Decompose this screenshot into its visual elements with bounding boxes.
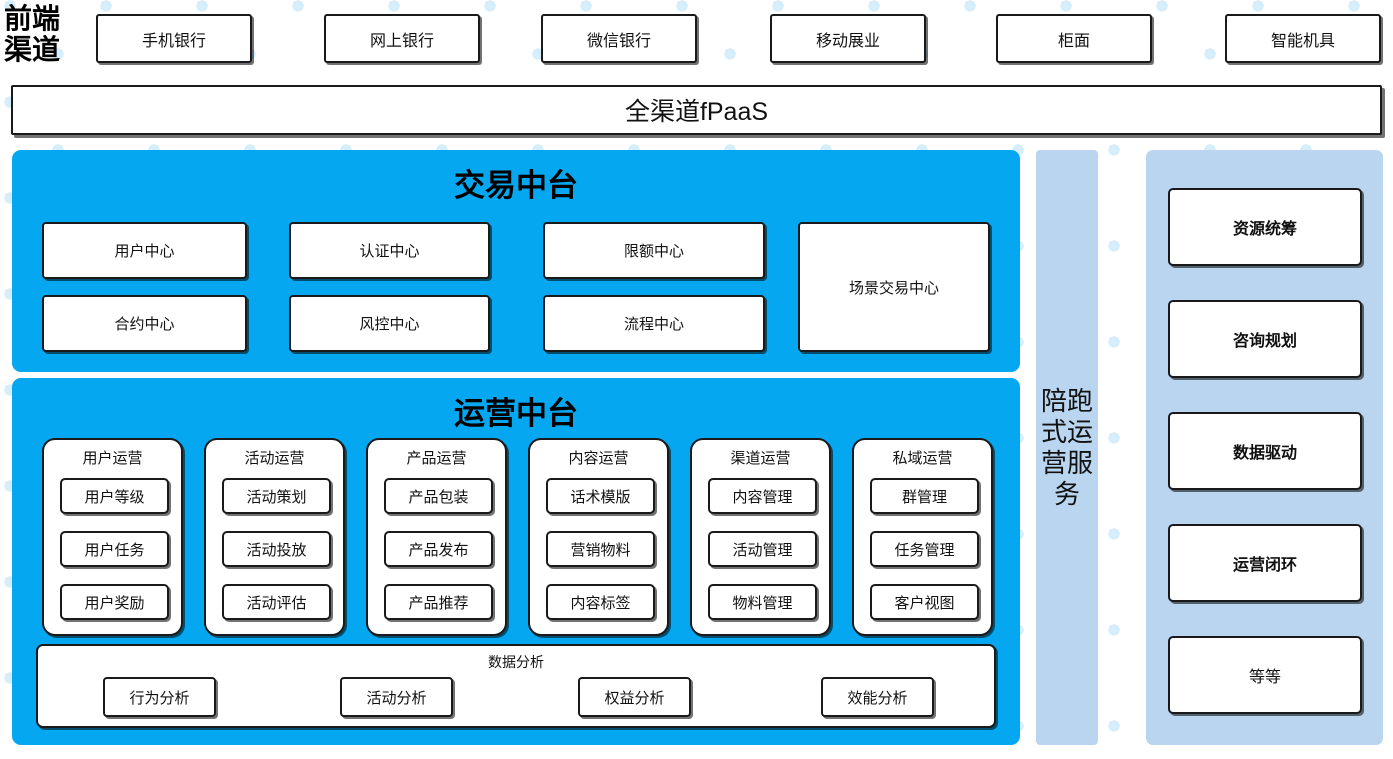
trade-card-limit-center[interactable]: 限额中心 [543,222,765,279]
ops-item[interactable]: 群管理 [870,478,979,514]
ops-column-title: 私域运营 [892,450,953,467]
data-analysis-item-behavior[interactable]: 行为分析 [103,677,216,717]
fpaas-bar[interactable]: 全渠道fPaaS [11,85,1382,135]
ops-column-channel[interactable]: 渠道运营 内容管理 活动管理 物料管理 [690,438,831,636]
channel-box-counter[interactable]: 柜面 [996,14,1152,63]
ops-item[interactable]: 产品发布 [384,531,493,567]
trade-center-panel: 交易中台 用户中心 认证中心 限额中心 场景交易中心 合约中心 风控中心 流程中… [12,150,1020,372]
ops-column-activity[interactable]: 活动运营 活动策划 活动投放 活动评估 [204,438,345,636]
ops-column-title: 渠道运营 [730,450,791,467]
ops-column-product[interactable]: 产品运营 产品包装 产品发布 产品推荐 [366,438,507,636]
ops-column-user[interactable]: 用户运营 用户等级 用户任务 用户奖励 [42,438,183,636]
trade-card-process-center[interactable]: 流程中心 [543,295,765,352]
trade-card-auth-center[interactable]: 认证中心 [289,222,490,279]
capability-panel: 资源统筹 咨询规划 数据驱动 运营闭环 等等 [1146,150,1383,745]
channel-box-wechat-bank[interactable]: 微信银行 [541,14,697,63]
ops-item[interactable]: 用户任务 [60,531,169,567]
ops-column-title: 产品运营 [406,450,467,467]
channel-box-mobile-biz[interactable]: 移动展业 [770,14,926,63]
ops-item[interactable]: 内容管理 [708,478,817,514]
ops-column-title: 内容运营 [568,450,629,467]
capability-card-resource[interactable]: 资源统筹 [1168,188,1362,266]
ops-item[interactable]: 活动管理 [708,531,817,567]
service-rail-label: 陪跑式运营服务 [1040,385,1093,509]
ops-item[interactable]: 用户奖励 [60,584,169,620]
ops-item[interactable]: 产品包装 [384,478,493,514]
capability-card-consult[interactable]: 咨询规划 [1168,300,1362,378]
trade-card-risk-center[interactable]: 风控中心 [289,295,490,352]
data-analysis-item-efficiency[interactable]: 效能分析 [821,677,934,717]
capability-card-data[interactable]: 数据驱动 [1168,412,1362,490]
ops-item[interactable]: 用户等级 [60,478,169,514]
ops-center-title: 运营中台 [454,396,578,431]
ops-item[interactable]: 物料管理 [708,584,817,620]
ops-item[interactable]: 活动评估 [222,584,331,620]
data-analysis-title: 数据分析 [488,654,544,670]
ops-column-title: 活动运营 [244,450,305,467]
channel-box-online-bank[interactable]: 网上银行 [324,14,480,63]
ops-column-title: 用户运营 [82,450,143,467]
trade-center-title: 交易中台 [454,168,578,203]
ops-item[interactable]: 产品推荐 [384,584,493,620]
ops-item[interactable]: 任务管理 [870,531,979,567]
data-analysis-group: 数据分析 行为分析 活动分析 权益分析 效能分析 [36,644,996,728]
trade-card-user-center[interactable]: 用户中心 [42,222,247,279]
trade-card-contract-center[interactable]: 合约中心 [42,295,247,352]
capability-card-etc[interactable]: 等等 [1168,636,1362,714]
ops-item[interactable]: 内容标签 [546,584,655,620]
front-channel-label: 前端渠道 [4,4,61,66]
ops-item[interactable]: 活动投放 [222,531,331,567]
channel-box-smart-device[interactable]: 智能机具 [1225,14,1381,63]
ops-item[interactable]: 营销物料 [546,531,655,567]
ops-item[interactable]: 客户视图 [870,584,979,620]
ops-column-content[interactable]: 内容运营 话术模版 营销物料 内容标签 [528,438,669,636]
trade-card-scene-trade-center[interactable]: 场景交易中心 [798,222,990,352]
ops-column-private-domain[interactable]: 私域运营 群管理 任务管理 客户视图 [852,438,993,636]
channel-box-mobile-bank[interactable]: 手机银行 [96,14,252,63]
accompanying-operation-service-rail: 陪跑式运营服务 [1036,150,1098,745]
ops-item[interactable]: 活动策划 [222,478,331,514]
data-analysis-item-benefit[interactable]: 权益分析 [578,677,691,717]
ops-item[interactable]: 话术模版 [546,478,655,514]
capability-card-loop[interactable]: 运营闭环 [1168,524,1362,602]
data-analysis-item-activity[interactable]: 活动分析 [340,677,453,717]
